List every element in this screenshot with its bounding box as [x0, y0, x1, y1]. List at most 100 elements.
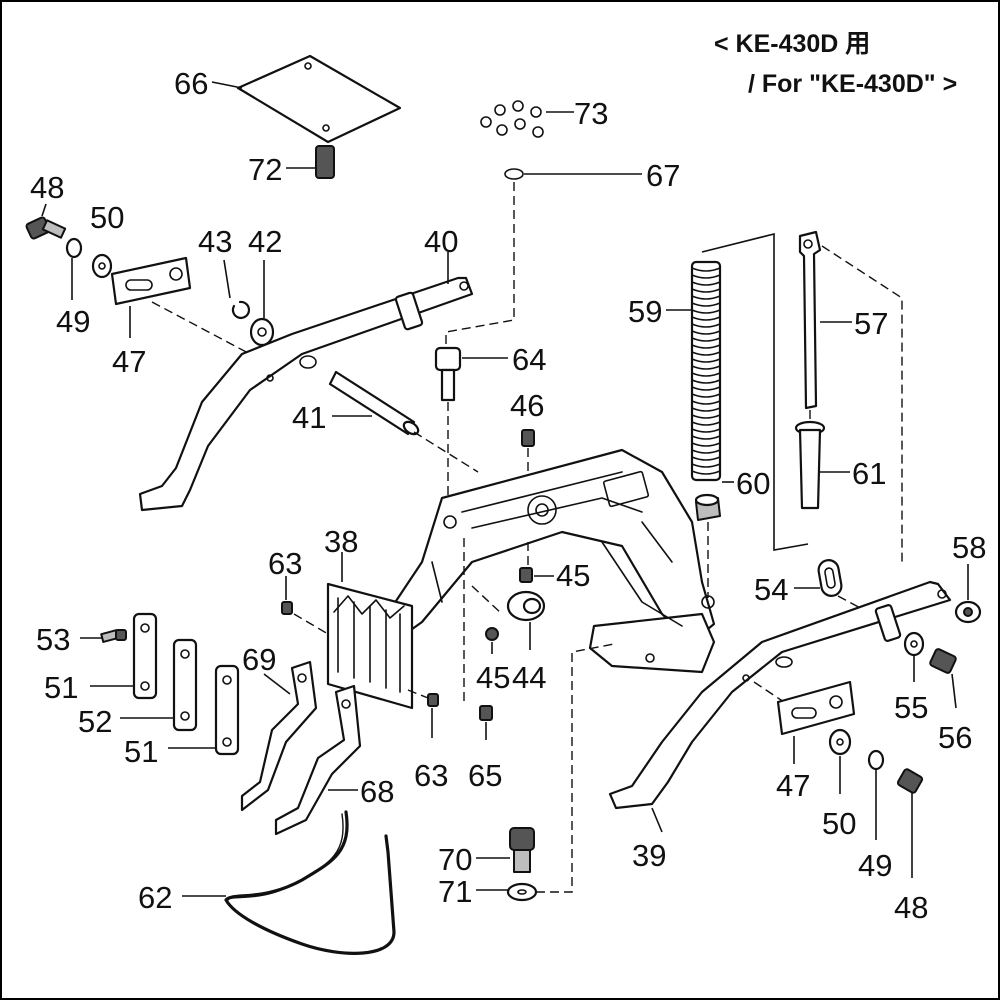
part-55-washer: [903, 631, 925, 657]
part-38-frame: [380, 448, 716, 674]
part-54-link: [817, 559, 843, 597]
label-47-right: 47: [776, 768, 810, 803]
spring-coil: [691, 421, 721, 426]
spring-coil: [691, 372, 721, 377]
part-49-washer-right: [867, 749, 885, 771]
spring-coil: [691, 365, 721, 370]
part-73-balls: [480, 100, 544, 138]
part-59-spring: [690, 260, 722, 482]
part-72-screw: [315, 145, 335, 179]
spring-coil: [691, 407, 721, 412]
label-63-upper: 63: [268, 546, 302, 581]
label-48-left: 48: [30, 170, 64, 205]
part-51-plate-back: [214, 664, 240, 756]
part-56-bolt: [929, 648, 957, 674]
part-63-screw-upper: [281, 601, 293, 615]
label-39: 39: [632, 838, 666, 873]
label-51-upper: 51: [44, 670, 78, 705]
label-52: 52: [78, 704, 112, 739]
label-40: 40: [424, 224, 458, 259]
spring-coil: [691, 442, 721, 447]
label-46: 46: [510, 388, 544, 423]
label-48-right: 48: [894, 890, 928, 925]
label-42: 42: [248, 224, 282, 259]
spring-coil: [691, 337, 721, 342]
spring-coil: [691, 351, 721, 356]
spring-coil: [691, 435, 721, 440]
part-51-plate-front: [132, 612, 158, 700]
part-68-bracket: [274, 684, 362, 836]
part-46-set-screw: [521, 429, 535, 447]
label-51-lower: 51: [124, 734, 158, 769]
label-49-right: 49: [858, 848, 892, 883]
part-48-bolt-right: [896, 768, 924, 794]
part-57-rod: [798, 230, 822, 410]
spring-coil: [691, 386, 721, 391]
label-54: 54: [754, 572, 788, 607]
part-47-plate-right: [776, 680, 856, 736]
part-47-plate-left: [110, 256, 192, 306]
label-69: 69: [242, 642, 276, 677]
part-66-cover-plate: [236, 54, 402, 144]
label-73: 73: [574, 96, 608, 131]
label-65: 65: [468, 758, 502, 793]
part-63-screw-lower: [427, 693, 439, 707]
part-42-washer: [249, 317, 275, 347]
spring-coil: [691, 428, 721, 433]
part-61-tube: [794, 420, 826, 510]
spring-coil: [691, 463, 721, 468]
part-53-screw: [100, 629, 127, 643]
header-for-line: / For "KE-430D" >: [748, 70, 957, 98]
label-72: 72: [248, 152, 282, 187]
part-38-comb-block: [326, 582, 414, 710]
part-40-lever: [138, 276, 474, 512]
spring-coil: [691, 274, 721, 279]
label-61: 61: [852, 456, 886, 491]
spring-coil: [691, 456, 721, 461]
spring-coil: [691, 358, 721, 363]
label-59: 59: [628, 294, 662, 329]
part-71-washer: [506, 882, 538, 902]
label-49-left: 49: [56, 304, 90, 339]
header-model-line: < KE-430D 用: [714, 30, 870, 58]
label-45-upper: 45: [556, 558, 590, 593]
label-53: 53: [36, 622, 70, 657]
part-60-stopper: [694, 493, 721, 521]
label-47-left: 47: [112, 344, 146, 379]
label-56: 56: [938, 720, 972, 755]
part-45-set-screw-upper: [519, 567, 533, 583]
spring-coil: [691, 316, 721, 321]
spring-coil: [691, 309, 721, 314]
part-67-ring: [504, 168, 524, 180]
part-58-nut: [954, 600, 982, 624]
label-38: 38: [324, 524, 358, 559]
part-39-lever: [608, 580, 952, 810]
spring-coil: [691, 267, 721, 272]
label-55: 55: [894, 690, 928, 725]
part-43-clip: [231, 300, 251, 319]
part-45-set-screw-lower: [485, 627, 499, 641]
label-64: 64: [512, 342, 546, 377]
spring-coil: [691, 281, 721, 286]
spring-coil: [691, 400, 721, 405]
label-71: 71: [438, 874, 472, 909]
label-44: 44: [512, 660, 546, 695]
label-58: 58: [952, 530, 986, 565]
part-50-washer-left: [91, 253, 113, 279]
label-67: 67: [646, 158, 680, 193]
part-62-wire: [224, 810, 396, 955]
spring-coil: [691, 379, 721, 384]
part-65-screw: [479, 705, 493, 721]
label-66: 66: [174, 66, 208, 101]
part-44-collar: [506, 590, 546, 622]
part-64-pin: [434, 346, 462, 402]
part-41-shaft: [328, 370, 420, 436]
spring-coil: [691, 470, 721, 475]
label-57: 57: [854, 306, 888, 341]
label-68: 68: [360, 774, 394, 809]
label-45-lower: 45: [476, 660, 510, 695]
spring-coil: [691, 344, 721, 349]
spring-coil: [691, 302, 721, 307]
spring-coil: [691, 449, 721, 454]
